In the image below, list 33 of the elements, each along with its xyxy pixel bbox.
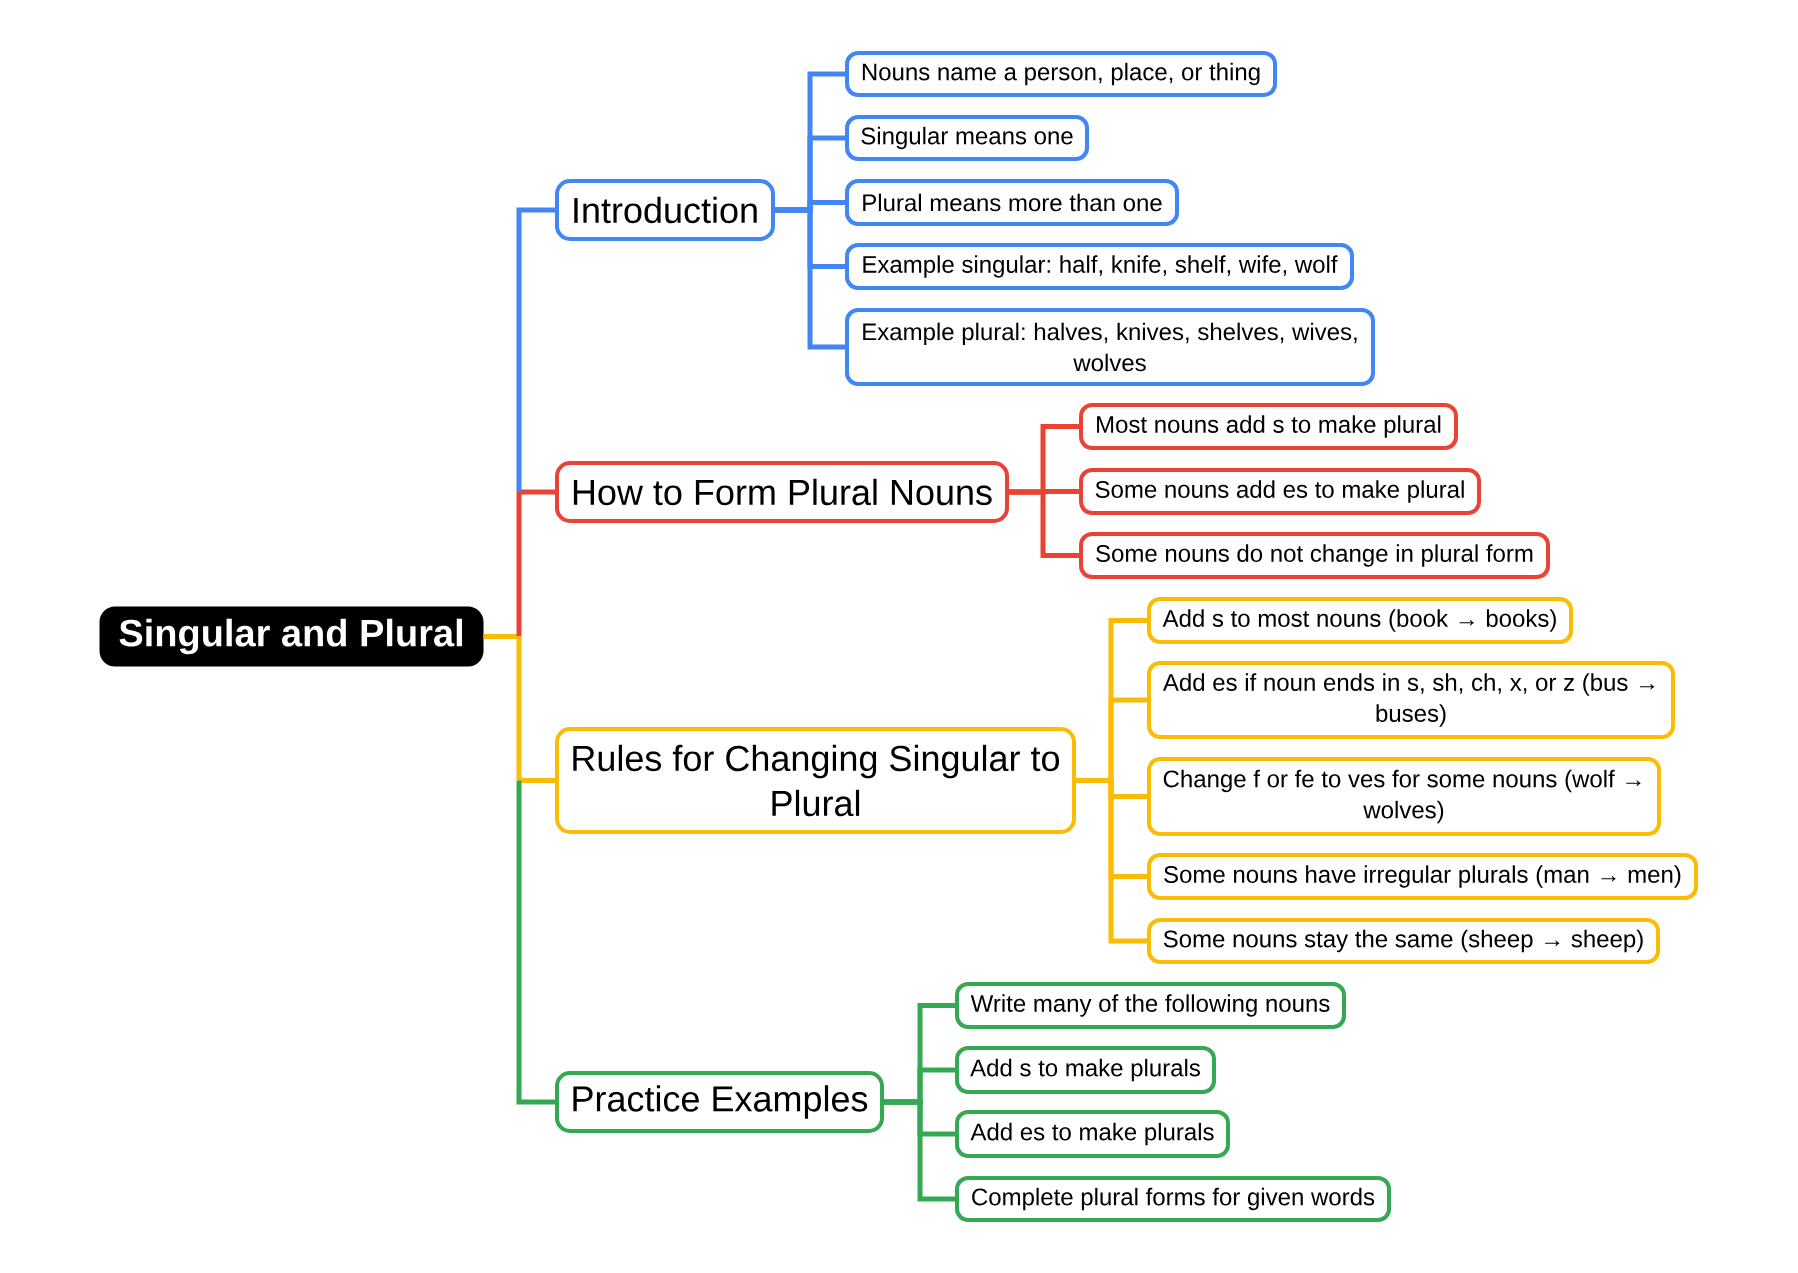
topic-box: Practice Examples (555, 1071, 884, 1133)
subtopic-box: Some nouns have irregular plurals (man → men) (1147, 853, 1698, 900)
connector-line (519, 778, 555, 783)
connector-line (516, 207, 555, 492)
connector-line (483, 634, 519, 639)
subtopic-box: Some nouns stay the same (sheep → sheep) (1147, 918, 1660, 964)
topic-box: How to Form Plural Nouns (555, 461, 1009, 523)
subtopic-box: Example plural: halves, knives, shelves, wives, wolves (845, 308, 1375, 386)
subtopic-box: Change f or fe to ves for some nouns (wolf → wolves) (1147, 757, 1661, 836)
connector-line (1009, 489, 1079, 558)
connector-line (516, 636, 522, 781)
subtopic-box: Nouns name a person, place, or thing (845, 51, 1277, 97)
subtopic-box: Write many of the following nouns (955, 982, 1346, 1029)
connector-line (516, 492, 522, 637)
topic-box: Introduction (555, 179, 775, 241)
subtopic-box: Plural means more than one (845, 179, 1179, 226)
connector-line (775, 207, 845, 350)
subtopic-box: Most nouns add s to make plural (1079, 403, 1458, 450)
subtopic-box: Add es if noun ends in s, sh, ch, x, or z (bus → buses) (1147, 661, 1675, 739)
subtopic-box: Complete plural forms for given words (955, 1176, 1391, 1222)
subtopic-box: Some nouns do not change in plural form (1079, 532, 1550, 579)
subtopic-box: Add s to most nouns (book → books) (1147, 597, 1573, 644)
topic-box: Rules for Changing Singular to Plural (555, 727, 1076, 834)
connector-line (516, 780, 555, 1105)
subtopic-box: Add s to make plurals (955, 1046, 1216, 1094)
subtopic-box: Example singular: half, knife, shelf, wife, wolf (845, 243, 1354, 290)
subtopic-box: Some nouns add es to make plural (1079, 468, 1481, 515)
subtopic-box: Singular means one (845, 115, 1089, 161)
connector-line (884, 1099, 955, 1202)
connector-line (1076, 778, 1147, 944)
connector-line (519, 489, 555, 495)
subtopic-box: Add es to make plurals (955, 1110, 1230, 1158)
central-topic-box: Singular and Plural (99, 606, 484, 667)
